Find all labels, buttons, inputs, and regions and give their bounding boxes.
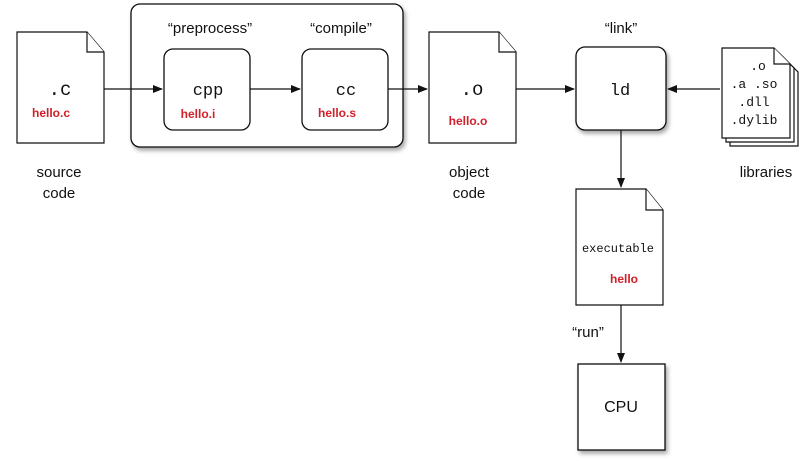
- compile-label: “compile”: [310, 20, 372, 37]
- source-file-doc: .c hello.c: [16, 31, 105, 144]
- cpu-box: CPU: [577, 363, 666, 451]
- executable-filename: hello: [610, 272, 638, 286]
- cpp-output-filename: hello.i: [181, 107, 216, 121]
- executable-label: executable: [582, 242, 654, 256]
- run-label: “run”: [572, 324, 604, 341]
- libraries-caption: libraries: [740, 164, 793, 181]
- lib-ext-dll: .dll: [738, 95, 769, 110]
- object-file-doc: .o hello.o: [428, 31, 517, 144]
- link-label: “link”: [605, 20, 638, 37]
- cc-output-filename: hello.s: [318, 106, 356, 120]
- cc-tool: cc: [336, 82, 356, 101]
- cpp-tool: cpp: [193, 82, 224, 101]
- ld-box: ld: [575, 46, 667, 131]
- ld-tool: ld: [610, 82, 630, 101]
- preprocess-label: “preprocess”: [168, 20, 252, 37]
- object-caption-line2: code: [453, 185, 486, 202]
- libraries-doc-stack: .o .a .so .dll .dylib: [721, 47, 799, 147]
- object-filename: hello.o: [449, 114, 488, 128]
- source-filename: hello.c: [32, 106, 70, 120]
- lib-ext-o: .o: [750, 59, 766, 74]
- cpp-box: cpp hello.i: [163, 48, 251, 131]
- object-caption-line1: object: [449, 164, 490, 181]
- source-ext: .c: [49, 79, 72, 101]
- executable-doc: executable hello: [575, 188, 664, 306]
- lib-ext-dylib: .dylib: [731, 113, 778, 128]
- cc-box: cc hello.s: [301, 48, 389, 131]
- lib-ext-a-so: .a .so: [731, 77, 778, 92]
- cpu-label: CPU: [604, 399, 638, 416]
- source-caption-line1: source: [36, 164, 81, 181]
- source-caption-line2: code: [43, 185, 76, 202]
- object-ext: .o: [461, 79, 484, 101]
